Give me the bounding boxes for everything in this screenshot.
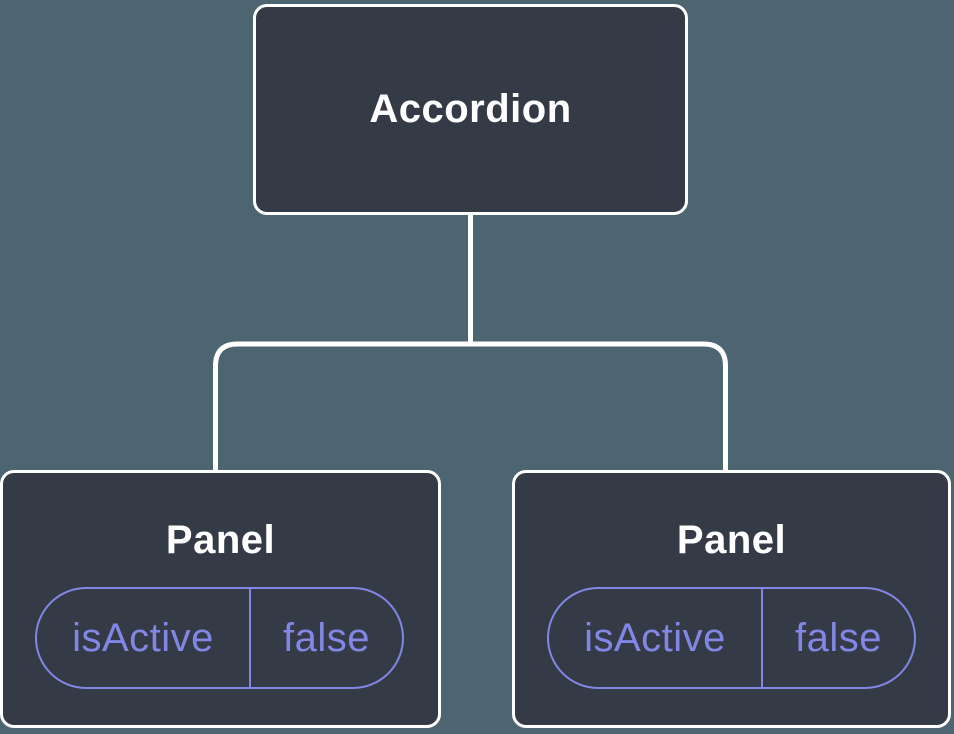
prop-pill-isactive: isActive false (547, 587, 916, 689)
prop-value-label: false (795, 615, 882, 660)
tree-node-panel-left: Panel isActive false (0, 470, 441, 728)
prop-name-label: isActive (37, 589, 251, 687)
panel-node-label: Panel (676, 518, 787, 562)
tree-node-panel-right: Panel isActive false (512, 470, 951, 728)
panel-node-label: Panel (165, 518, 276, 562)
prop-name-label: isActive (549, 589, 763, 687)
connector-bracket (213, 341, 728, 471)
prop-pill-isactive: isActive false (35, 587, 404, 689)
prop-value-label: false (283, 615, 370, 660)
tree-node-accordion: Accordion (253, 4, 688, 215)
accordion-node-label: Accordion (369, 87, 572, 131)
